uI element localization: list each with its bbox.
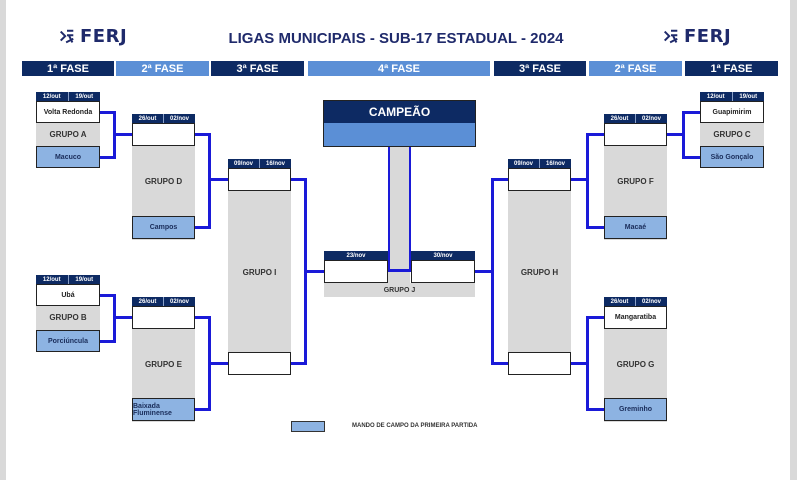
bracket-page: FERJ LIGAS MUNICIPAIS - SUB-17 ESTADUAL … [6,0,790,480]
team-slot-sao-goncalo: São Gonçalo [700,146,764,168]
date-second-leg: 19/out [67,275,101,284]
group-c-dates: 12/out 19/out [700,92,764,101]
champion-box: CAMPEÃO [323,100,476,147]
team-slot-guapimirim: Guapimirim [700,101,764,123]
date-second-leg: 30/nov [433,252,453,259]
logo-text-left: FERJ [80,26,128,47]
group-j-date-first: 23/nov [324,251,388,260]
page-title: LIGAS MUNICIPAIS - SUB-17 ESTADUAL - 202… [228,30,564,47]
team-slot-macae: Macaé [604,216,667,239]
ferj-emblem-icon [663,29,678,43]
phase-header-3-left: 3ª FASE [211,61,304,76]
group-h-label: GRUPO H [520,268,559,277]
date-second-leg: 19/out [67,92,101,101]
date-first-leg: 26/out [610,298,629,305]
team-slot-porciuncula: Porciúncula [36,330,100,352]
group-g-dates: 26/out 02/nov [604,297,667,306]
team-slot-group-h-top [508,168,571,191]
date-first-leg: 12/out [706,93,725,100]
champion-stem [388,146,410,286]
group-a-label: GRUPO A [49,130,87,139]
team-slot-campos: Campos [132,216,195,239]
group-g-label: GRUPO G [616,360,655,369]
group-i-dates: 09/nov 16/nov [228,159,291,168]
legend-swatch [291,421,325,432]
team-slot-baixada-fluminense: Baixada Fluminense [132,398,195,421]
group-b-dates: 12/out 19/out [36,275,100,284]
date-second-leg: 16/nov [539,159,571,168]
phase-header-2-right: 2ª FASE [589,61,682,76]
date-first-leg: 26/out [610,115,629,122]
group-c-label: GRUPO C [713,130,751,139]
logo-text-right: FERJ [684,26,732,47]
date-first-leg: 26/out [138,298,157,305]
ferj-emblem-icon [59,29,74,43]
group-h-dates: 09/nov 16/nov [508,159,571,168]
team-slot-macuco: Macuco [36,146,100,168]
ferj-logo-right: FERJ [662,26,731,47]
phase-header-4: 4ª FASE [308,61,490,76]
group-j-date-second: 30/nov [411,251,475,260]
group-e-dates: 26/out 02/nov [132,297,195,306]
group-a-dates: 12/out 19/out [36,92,100,101]
date-first-leg: 12/out [42,276,61,283]
team-slot-group-i-bottom [228,352,291,375]
champion-label: CAMPEÃO [324,101,475,123]
group-f-label: GRUPO F [617,177,654,186]
date-first-leg: 09/nov [233,160,253,167]
group-d-dates: 26/out 02/nov [132,114,195,123]
team-slot-uba: Ubá [36,284,100,306]
date-first-leg: 26/out [138,115,157,122]
date-first-leg: 12/out [42,93,61,100]
date-second-leg: 02/nov [163,297,195,306]
team-slot-group-j-right [411,260,475,283]
team-slot-group-d-top [132,123,195,146]
team-slot-mangaratiba: Mangaratiba [604,306,667,329]
group-j-label: GRUPO J [383,287,416,294]
team-slot-volta-redonda: Volta Redonda [36,101,100,123]
ferj-logo-left: FERJ [58,26,127,47]
legend-text: MANDO DE CAMPO DA PRIMEIRA PARTIDA [352,423,478,429]
date-first-leg: 09/nov [513,160,533,167]
team-slot-group-h-bottom [508,352,571,375]
phase-header-2-left: 2ª FASE [116,61,209,76]
team-slot-greminho: Greminho [604,398,667,421]
group-f-dates: 26/out 02/nov [604,114,667,123]
team-slot-group-j-left [324,260,388,283]
group-e-label: GRUPO E [145,360,182,369]
date-second-leg: 19/out [731,92,765,101]
phase-header-1-right: 1ª FASE [685,61,778,76]
team-slot-group-f-top [604,123,667,146]
date-second-leg: 16/nov [259,159,291,168]
date-first-leg: 23/nov [346,252,366,259]
group-b-label: GRUPO B [49,313,87,322]
date-second-leg: 02/nov [163,114,195,123]
date-second-leg: 02/nov [635,114,667,123]
group-i-label: GRUPO I [242,268,277,277]
phase-header-1-left: 1ª FASE [22,61,114,76]
group-i-panel [228,170,291,375]
team-slot-group-e-top [132,306,195,329]
group-j-panel [324,283,475,297]
phase-header-3-right: 3ª FASE [494,61,586,76]
group-h-panel [508,170,571,375]
team-slot-group-i-top [228,168,291,191]
date-second-leg: 02/nov [635,297,667,306]
group-d-label: GRUPO D [144,177,183,186]
